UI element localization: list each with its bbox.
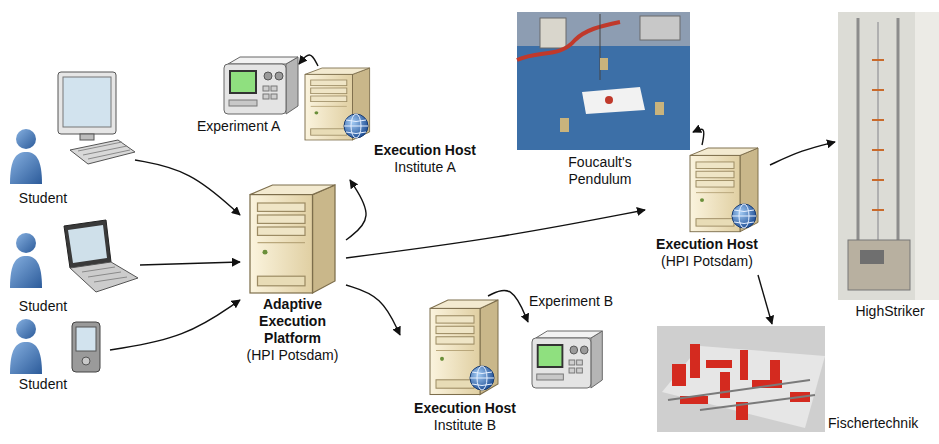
- text-block: HighStriker: [844, 303, 936, 320]
- arrow-connector: [299, 55, 318, 66]
- text-block: Experiment A: [197, 118, 297, 135]
- node-label: Institute B: [402, 417, 528, 434]
- arrow-connector: [346, 210, 645, 258]
- node-label: Foucault's Pendulum: [555, 154, 645, 188]
- handheld-device: [72, 322, 100, 372]
- execution-host: Execution Host(HPI Potsdam): [645, 145, 770, 275]
- laptop-computer: [64, 220, 138, 292]
- student-workstation: Student: [5, 70, 135, 210]
- node-label: Student: [8, 376, 78, 393]
- node-label: Experiment B: [529, 293, 622, 310]
- student-handheld: Student: [5, 318, 110, 398]
- highstriker-photo: [838, 12, 939, 300]
- experiment-photo: HighStriker: [835, 10, 939, 322]
- arrow-connector: [346, 180, 366, 240]
- text-block: Student: [8, 298, 78, 315]
- node-label: Fischertechnik: [828, 415, 934, 432]
- experiment-photo: Foucault's Pendulum: [515, 10, 693, 195]
- node-heading: Execution Host: [402, 400, 528, 417]
- host-server: [690, 148, 758, 232]
- node-label: (HPI Potsdam): [646, 253, 768, 270]
- text-block: Experiment B: [529, 293, 622, 310]
- node-label: Student: [8, 298, 78, 315]
- experiment-device: Experiment B: [528, 290, 624, 395]
- student-laptop: Student: [5, 215, 140, 317]
- globe-icon: [732, 204, 756, 228]
- text-block: Adaptive Execution Platform(HPI Potsdam): [241, 296, 344, 364]
- globe-icon: [470, 366, 494, 390]
- arrow-connector: [488, 290, 528, 322]
- node-label: (HPI Potsdam): [241, 347, 344, 364]
- desktop-computer: [58, 72, 135, 164]
- host-server: [430, 300, 498, 395]
- experiment-device-icon: [224, 57, 298, 114]
- arrow-connector: [346, 285, 400, 335]
- arrow-connector: [758, 275, 772, 324]
- pendulum-photo: [517, 12, 690, 150]
- node-label: Experiment A: [197, 118, 297, 135]
- host-server: [305, 68, 370, 140]
- text-block: Fischertechnik: [828, 415, 934, 432]
- arrow-connector: [140, 262, 240, 265]
- node-heading: Execution Host: [360, 142, 490, 159]
- globe-icon: [344, 114, 368, 138]
- node-heading: Adaptive Execution Platform: [241, 296, 344, 347]
- execution-host: Execution HostInstitute A: [300, 66, 500, 180]
- student-icon: [10, 129, 42, 184]
- experiment-device: Experiment A: [195, 48, 299, 140]
- node-label: HighStriker: [844, 303, 936, 320]
- execution-host: Execution HostInstitute B: [400, 296, 530, 442]
- arrow-connector: [110, 300, 240, 350]
- experiment-photo: Fischertechnik: [655, 324, 939, 440]
- text-block: Student: [8, 376, 78, 393]
- fischertechnik-photo: [657, 326, 825, 432]
- arrow-connector: [135, 160, 240, 215]
- experiment-device-icon: [532, 331, 602, 388]
- platform-server: Adaptive Execution Platform(HPI Potsdam): [240, 183, 346, 373]
- student-icon: [10, 319, 42, 374]
- platform-server: [250, 185, 335, 293]
- node-label: Institute A: [360, 159, 490, 176]
- text-block: Foucault's Pendulum: [555, 154, 645, 188]
- node-heading: Execution Host: [646, 236, 768, 253]
- student-icon: [10, 233, 42, 288]
- text-block: Student: [8, 190, 78, 207]
- text-block: Execution HostInstitute B: [402, 400, 528, 434]
- text-block: Execution Host(HPI Potsdam): [646, 236, 768, 270]
- node-label: Student: [8, 190, 78, 207]
- arrow-connector: [693, 129, 704, 145]
- text-block: Execution HostInstitute A: [360, 142, 490, 176]
- arrow-connector: [770, 142, 835, 165]
